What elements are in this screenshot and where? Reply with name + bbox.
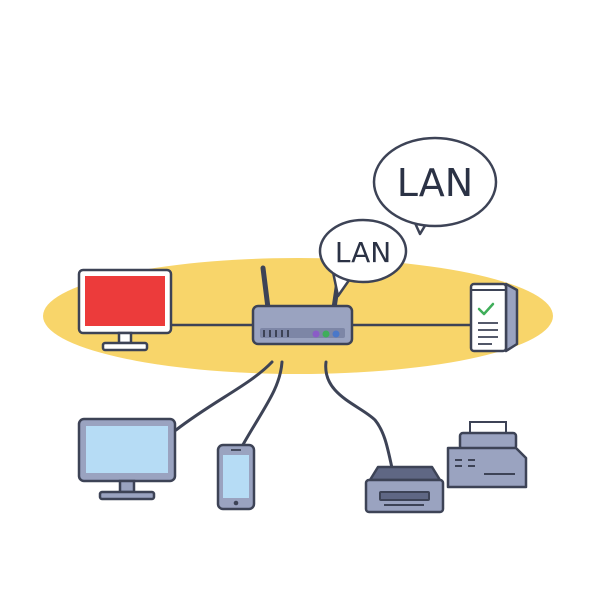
lan-bubble-large-label: LAN xyxy=(397,161,473,205)
monitor-neck xyxy=(117,331,133,345)
server-side xyxy=(504,282,519,353)
lan-bubble-large: LAN xyxy=(372,136,498,236)
monitor-screen-blue xyxy=(86,426,168,473)
lan-bubble-small-label: LAN xyxy=(335,236,391,269)
desktop-monitor-icon xyxy=(77,417,177,501)
printer-top xyxy=(368,465,442,482)
check-icon xyxy=(477,302,495,316)
cable-to-printer xyxy=(324,360,394,470)
router-body xyxy=(251,304,354,346)
phone-screen xyxy=(223,455,249,498)
monitor-screen-red xyxy=(85,276,165,326)
lan-bubble-small-shape xyxy=(318,218,408,284)
phone-home-button xyxy=(233,500,239,506)
smartphone-icon xyxy=(216,443,256,511)
router-led-purple xyxy=(312,330,320,338)
cables xyxy=(174,360,394,470)
router-icon xyxy=(251,265,354,346)
lan-bubble-large-shape xyxy=(372,136,498,228)
monitor-neck xyxy=(118,479,136,494)
mfp-body xyxy=(446,446,528,489)
cable-to-monitor xyxy=(174,360,274,432)
server-lines xyxy=(478,322,498,345)
monitor-base xyxy=(101,341,149,352)
printer-slot xyxy=(379,491,430,501)
server-icon xyxy=(469,282,519,353)
multifunction-printer-icon xyxy=(446,421,528,489)
monitor-base xyxy=(98,490,156,501)
router-antenna-left xyxy=(260,265,271,311)
router-led-blue xyxy=(332,330,340,338)
router-vents xyxy=(263,330,289,337)
cable-to-phone xyxy=(238,360,284,452)
lan-bubble-small: LAN xyxy=(318,218,408,298)
printer-icon xyxy=(364,465,445,514)
router-led-green xyxy=(322,330,330,338)
mfp-buttons xyxy=(455,459,475,467)
server-front xyxy=(469,282,508,353)
mfp-lid xyxy=(458,431,518,451)
desktop-monitor-icon xyxy=(77,268,173,352)
router-panel xyxy=(260,328,345,338)
